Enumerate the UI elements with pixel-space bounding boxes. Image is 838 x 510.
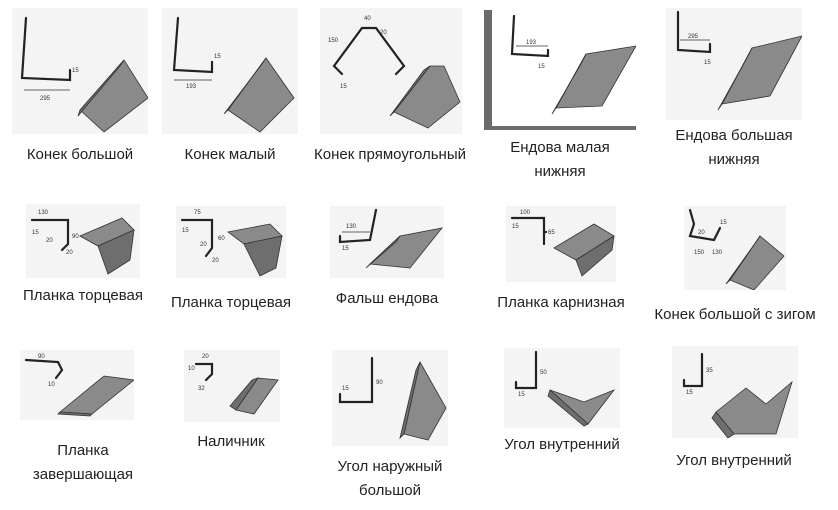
caption-line: Угол наружный bbox=[337, 458, 443, 475]
svg-text:15: 15 bbox=[720, 220, 727, 226]
svg-text:90: 90 bbox=[38, 354, 45, 360]
product-image: 50 15 bbox=[504, 348, 620, 428]
svg-text:100: 100 bbox=[520, 210, 531, 216]
svg-text:15: 15 bbox=[182, 228, 189, 234]
caption-line: большой bbox=[359, 482, 421, 499]
svg-text:20: 20 bbox=[66, 250, 73, 256]
product-caption: Наличник bbox=[197, 433, 265, 450]
svg-text:15: 15 bbox=[518, 392, 525, 398]
product-caption: Ендова малая нижняя bbox=[484, 136, 636, 184]
svg-text:130: 130 bbox=[38, 210, 49, 216]
product-image: 295 15 bbox=[12, 8, 148, 134]
product-caption: Планка торцевая bbox=[23, 287, 143, 304]
caption-line: Ендова большая bbox=[675, 127, 793, 144]
svg-text:130: 130 bbox=[346, 224, 357, 230]
svg-text:15: 15 bbox=[214, 54, 221, 60]
svg-text:65: 65 bbox=[548, 230, 555, 236]
product-image: 90 10 bbox=[20, 350, 134, 420]
svg-text:15: 15 bbox=[538, 64, 545, 70]
svg-text:15: 15 bbox=[704, 60, 711, 66]
product-image: 130 15 20 90 20 bbox=[26, 204, 140, 278]
caption-line: нижняя bbox=[534, 163, 586, 180]
product-image: 100 15 65 bbox=[506, 206, 616, 282]
svg-text:193: 193 bbox=[186, 84, 197, 90]
svg-text:150: 150 bbox=[328, 38, 339, 44]
product-caption: Конек малый bbox=[184, 146, 276, 163]
svg-text:15: 15 bbox=[342, 246, 349, 252]
svg-text:10: 10 bbox=[48, 382, 55, 388]
svg-text:40: 40 bbox=[364, 16, 371, 22]
svg-text:50: 50 bbox=[540, 370, 547, 376]
svg-text:193: 193 bbox=[526, 40, 537, 46]
product-caption: Конек большой с зигом bbox=[654, 306, 816, 323]
svg-text:20: 20 bbox=[202, 354, 209, 360]
svg-text:75: 75 bbox=[194, 210, 201, 216]
svg-text:15: 15 bbox=[342, 386, 349, 392]
product-image: 40 20 150 15 bbox=[320, 8, 462, 134]
caption-line: завершающая bbox=[32, 466, 134, 483]
svg-text:15: 15 bbox=[686, 390, 693, 396]
product-image: 75 15 20 60 20 bbox=[176, 206, 286, 278]
svg-text:20: 20 bbox=[212, 258, 219, 264]
caption-line: Планка bbox=[57, 442, 109, 459]
svg-text:15: 15 bbox=[72, 68, 79, 74]
product-caption: Планка торцевая bbox=[171, 294, 291, 311]
svg-text:90: 90 bbox=[72, 234, 79, 240]
caption-line: нижняя bbox=[708, 151, 760, 168]
svg-text:32: 32 bbox=[198, 386, 205, 392]
product-image: 35 15 bbox=[672, 346, 798, 438]
svg-text:295: 295 bbox=[40, 96, 51, 102]
product-image: 15 90 bbox=[332, 350, 448, 446]
product-image: 193 15 bbox=[484, 10, 636, 130]
product-image: 193 15 bbox=[162, 8, 298, 134]
svg-text:10: 10 bbox=[188, 366, 195, 372]
svg-text:20: 20 bbox=[200, 242, 207, 248]
svg-text:15: 15 bbox=[32, 230, 39, 236]
svg-text:35: 35 bbox=[706, 368, 713, 374]
product-caption: Угол внутренний bbox=[504, 436, 620, 453]
product-image: 130 15 bbox=[330, 206, 444, 278]
svg-text:150: 150 bbox=[694, 250, 705, 256]
svg-text:295: 295 bbox=[688, 34, 699, 40]
svg-text:90: 90 bbox=[376, 380, 383, 386]
caption-line: Ендова малая bbox=[510, 139, 610, 156]
product-caption: Конек большой bbox=[26, 146, 134, 163]
svg-text:20: 20 bbox=[380, 30, 387, 36]
svg-text:130: 130 bbox=[712, 250, 723, 256]
svg-text:15: 15 bbox=[340, 84, 347, 90]
svg-text:20: 20 bbox=[46, 238, 53, 244]
product-caption: Угол наружный большой bbox=[310, 455, 470, 503]
product-caption: Ендова большая нижняя bbox=[658, 124, 810, 172]
product-image: 20 15 150 130 bbox=[684, 206, 786, 290]
svg-text:20: 20 bbox=[698, 230, 705, 236]
product-caption: Конек прямоугольный bbox=[313, 146, 466, 163]
product-image: 20 10 32 bbox=[184, 350, 280, 422]
product-caption: Планка завершающая bbox=[8, 439, 158, 487]
svg-text:60: 60 bbox=[218, 236, 225, 242]
product-image: 295 15 bbox=[666, 8, 802, 120]
svg-text:15: 15 bbox=[512, 224, 519, 230]
product-caption: Угол внутренний bbox=[676, 452, 792, 469]
product-caption: Фальш ендова bbox=[335, 290, 439, 307]
product-caption: Планка карнизная bbox=[497, 294, 625, 311]
